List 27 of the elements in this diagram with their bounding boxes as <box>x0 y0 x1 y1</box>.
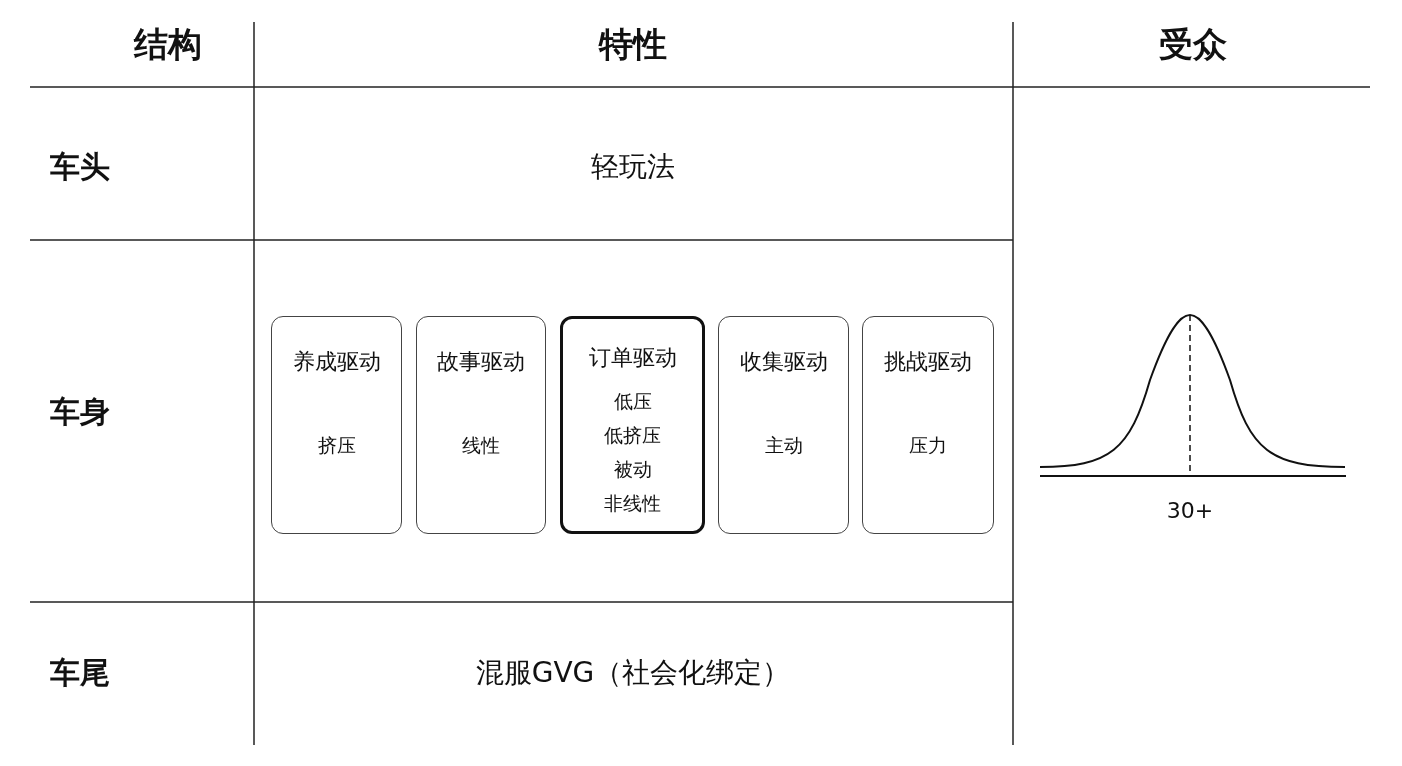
column-header: 特性 <box>599 23 667 66</box>
card-text: 被动 <box>613 457 652 482</box>
card-text: 主动 <box>764 433 803 458</box>
card-title: 养成驱动 <box>292 348 381 376</box>
card-text: 挤压 <box>317 433 356 458</box>
cell-text: 混服GVG（社会化绑定） <box>475 655 791 691</box>
card-title: 订单驱动 <box>588 344 677 372</box>
category-card <box>416 316 546 534</box>
card-title: 收集驱动 <box>739 348 828 376</box>
card-text: 线性 <box>462 433 500 458</box>
column-header: 结构 <box>134 23 202 66</box>
card-text: 低挤压 <box>604 423 661 448</box>
card-title: 故事驱动 <box>437 348 525 376</box>
row-header: 车尾 <box>50 653 110 692</box>
axis-label: 30+ <box>1166 497 1214 523</box>
row-header: 车头 <box>50 147 110 186</box>
card-text: 压力 <box>909 433 947 458</box>
card-text: 非线性 <box>604 491 661 516</box>
category-card <box>718 316 849 534</box>
row-header: 车身 <box>50 392 110 431</box>
category-card <box>271 316 402 534</box>
category-card <box>560 316 705 534</box>
card-title: 挑战驱动 <box>884 348 972 376</box>
cell-text: 轻玩法 <box>591 149 675 185</box>
category-card <box>862 316 994 534</box>
column-header: 受众 <box>1159 23 1227 66</box>
card-text: 低压 <box>613 389 652 414</box>
